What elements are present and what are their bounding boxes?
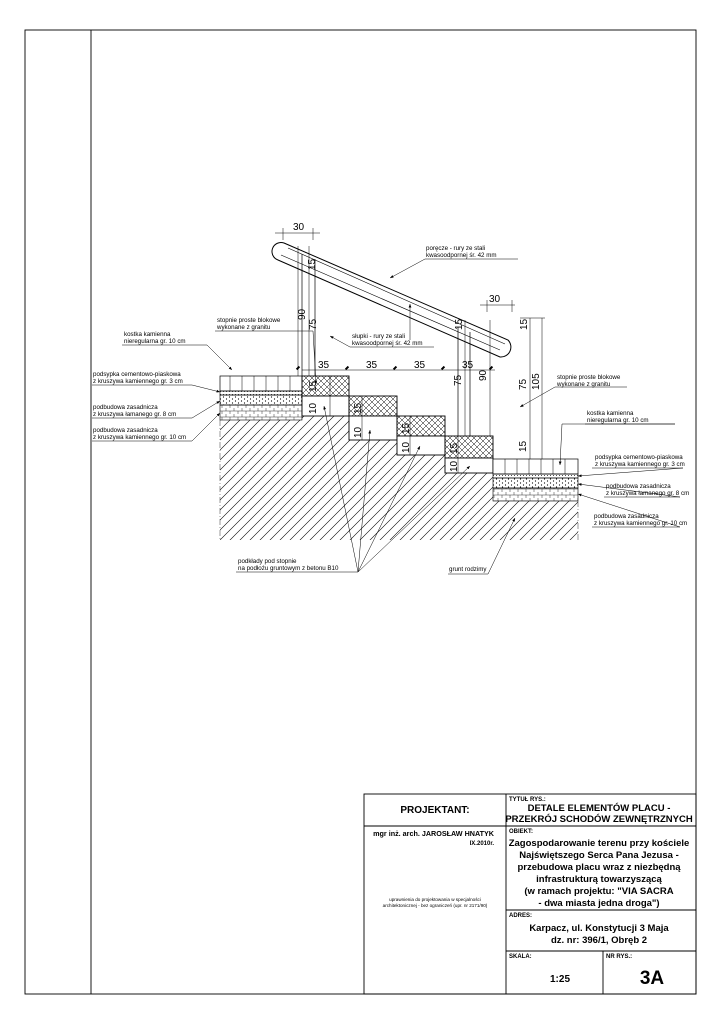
base8-left-label-2: z kruszywa łamanego gr. 8 cm xyxy=(93,411,176,418)
dim-riser-1: 15 xyxy=(308,380,319,392)
permissions-line-1: uprawnienia do projektowania w specjalno… xyxy=(389,897,481,902)
dim-tread-2: 35 xyxy=(366,360,378,371)
posts-label-2: kwasoodpornej śr. 42 mm xyxy=(352,340,423,347)
dim-75-right: 75 xyxy=(453,374,464,386)
designer-heading: PROJEKTANT: xyxy=(400,805,469,816)
steps-left-label-2: wykonane z granitu xyxy=(216,324,271,331)
scale-field-label: SKALA: xyxy=(509,954,532,960)
pads-label-2: na podłożu gruntowym z betonu B10 xyxy=(238,565,339,572)
left-sand-bed xyxy=(219,390,303,396)
sheet-number-label: NR RYS.: xyxy=(606,954,632,960)
left-base-10 xyxy=(219,404,303,421)
base10-right-label-2: z kruszywa kamiennego gr. 10 cm xyxy=(594,520,687,527)
dim-75-left: 75 xyxy=(308,318,319,330)
object-line-3: przebudowa placu wraz z niezbędną xyxy=(517,862,681,873)
base10-left-label-2: z kruszywa kamiennego gr. 10 cm xyxy=(93,434,186,441)
cobble-left-label-2: nieregularna gr. 10 cm xyxy=(124,338,186,345)
dim-105: 105 xyxy=(531,373,542,390)
dim-15-right-b: 15 xyxy=(519,318,530,330)
sand-left-label-1: podsypka cementowo-piaskowa xyxy=(93,371,181,378)
steps-right-label-1: stopnie proste blokowe xyxy=(557,374,621,381)
handrail xyxy=(271,242,512,436)
dim-pad-4: 10 xyxy=(449,460,460,472)
cobble-right-label-2: nieregularna gr. 10 cm xyxy=(587,417,649,424)
left-base-8 xyxy=(219,394,303,406)
cobble-right-label-1: kostka kamienna xyxy=(587,410,634,417)
dim-30-right: 30 xyxy=(489,294,501,305)
dim-tread-1: 35 xyxy=(318,360,330,371)
handrail-label-1: poręcze - rury ze stali xyxy=(426,245,485,252)
object-line-6: - dwa miasta jedna droga") xyxy=(538,898,659,909)
address-line-1: Karpacz, ul. Konstytucji 3 Maja xyxy=(529,923,669,934)
step-pad-2 xyxy=(348,415,398,441)
scale-value: 1:25 xyxy=(550,974,570,985)
steps-right-label-2: wykonane z granitu xyxy=(556,381,611,388)
dim-15-right-a: 15 xyxy=(454,318,465,330)
permissions-line-2: architektonicznej - bez ograniczeń (upr.… xyxy=(383,903,488,908)
dim-tread-3: 35 xyxy=(414,360,426,371)
base8-left-label-1: podbudowa zasadnicza xyxy=(93,404,158,411)
left-cobble xyxy=(219,375,303,392)
stairs-section: 30 30 15 90 75 15 15 75 90 105 75 15 35 … xyxy=(92,222,689,575)
right-base-8 xyxy=(492,477,579,489)
soil-label: grunt rodzimy xyxy=(449,566,487,573)
dim-riser-2: 15 xyxy=(353,402,364,414)
object-line-4: infrastrukturą towarzyszącą xyxy=(536,874,662,885)
dim-pad-3: 10 xyxy=(401,441,412,453)
address-field-label: ADRES: xyxy=(509,913,532,919)
base8-right-label-1: podbudowa zasadnicza xyxy=(606,483,671,490)
base8-right-label-2: z kruszywa łamanego gr. 8 cm xyxy=(606,490,689,497)
sand-right-label-2: z kruszywa kamiennego gr. 3 cm xyxy=(595,461,685,468)
dim-90-left: 90 xyxy=(297,308,308,320)
dim-15-top-left: 15 xyxy=(307,258,318,270)
object-line-2: Najświętszego Serca Pana Jezusa - xyxy=(519,850,678,861)
object-field-label: OBIEKT: xyxy=(509,829,533,835)
sheet-frame xyxy=(24,29,697,995)
dim-90-right: 90 xyxy=(478,369,489,381)
dim-30-left: 30 xyxy=(293,222,305,233)
drawing-title-line-1: DETALE ELEMENTÓW PLACU - xyxy=(528,802,671,814)
base10-right-label-1: podbudowa zasadnicza xyxy=(594,513,659,520)
dim-tread-4: 35 xyxy=(462,360,474,371)
dim-pad-2: 10 xyxy=(353,426,364,438)
title-block: PROJEKTANT: mgr inż. arch. JAROSŁAW HNAT… xyxy=(363,793,697,995)
designer-name: mgr inż. arch. JAROSŁAW HNATYK xyxy=(373,829,495,838)
object-line-1: Zagospodarowanie terenu przy kościele xyxy=(509,838,690,849)
drawing-title-line-2: PRZEKRÓJ SCHODÓW ZEWNĘTRZNYCH xyxy=(505,813,693,825)
dim-75-far-right: 75 xyxy=(518,378,529,390)
posts-label-1: słupki - rury ze stali xyxy=(352,333,405,340)
sand-right-label-1: podsypka cementowo-piaskowa xyxy=(595,454,683,461)
title-field-label: TYTUŁ RYS.: xyxy=(509,797,546,803)
dim-pad-1: 10 xyxy=(308,402,319,414)
sand-left-label-2: z kruszywa kamiennego gr. 3 cm xyxy=(93,378,183,385)
dim-riser-3: 15 xyxy=(401,422,412,434)
object-line-5: (w ramach projektu: "VIA SACRA xyxy=(524,886,673,897)
steps-left-label-1: stopnie proste blokowe xyxy=(217,317,281,324)
right-base-10 xyxy=(492,487,579,502)
dim-riser-4: 15 xyxy=(449,442,460,454)
address-line-2: dz. nr: 396/1, Obręb 2 xyxy=(551,935,647,946)
base10-left-label-1: podbudowa zasadnicza xyxy=(93,427,158,434)
right-sand-bed xyxy=(492,473,579,479)
dim-15-bottom-right: 15 xyxy=(518,440,529,452)
pads-label-1: podkłady pod stopnie xyxy=(238,558,297,565)
cobble-left-label-1: kostka kamienna xyxy=(124,331,171,338)
native-soil xyxy=(220,416,578,540)
sheet-number: 3A xyxy=(640,968,665,989)
handrail-label-2: kwasoodpornej śr. 42 mm xyxy=(426,252,497,259)
drawing-date: IX.2010r. xyxy=(470,841,495,847)
